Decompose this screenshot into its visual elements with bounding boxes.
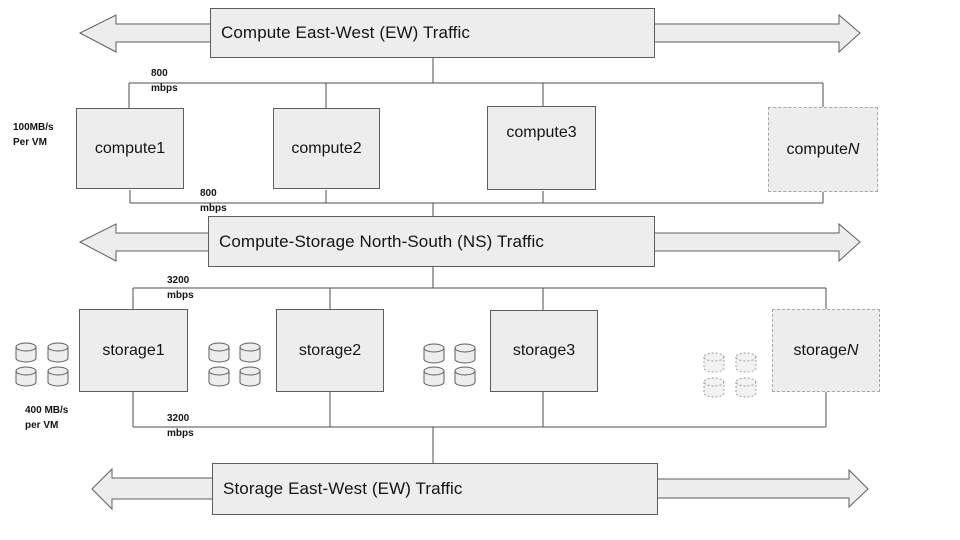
compute-per-vm-annotation: 100MB/s Per VM xyxy=(13,120,54,150)
storage-ew-left-arrow xyxy=(91,467,214,511)
storage-ew-traffic-band: Storage East-West (EW) Traffic xyxy=(212,463,658,515)
storage2-disks-icon xyxy=(208,342,261,387)
node-computeN: computeN xyxy=(768,107,878,192)
storage-uplink-rate-label: 3200 mbps xyxy=(167,273,194,303)
compute-ew-traffic-label: Compute East-West (EW) Traffic xyxy=(221,23,470,42)
compute-per-vm-line1: 100MB/s xyxy=(13,122,54,133)
compute-downlink-unit: mbps xyxy=(200,203,227,214)
node-compute1-label: compute1 xyxy=(94,139,166,157)
compute-ew-right-arrow xyxy=(653,13,861,54)
storage-downlink-rate-label: 3200 mbps xyxy=(167,411,194,441)
storage1-disks-icon xyxy=(15,342,69,387)
node-storage2-label: storage2 xyxy=(298,341,362,359)
storage-top-bus-line xyxy=(132,267,827,311)
node-storage1: storage1 xyxy=(79,309,188,392)
node-computeN-label: computeN xyxy=(786,140,860,158)
storage3-disks-icon xyxy=(423,343,476,387)
storage-ew-traffic-label: Storage East-West (EW) Traffic xyxy=(223,479,463,498)
compute-uplink-rate-label: 800 mbps xyxy=(151,66,178,96)
node-compute3-label: compute3 xyxy=(506,124,577,141)
node-storage3-label: storage3 xyxy=(512,342,576,359)
node-storage2: storage2 xyxy=(276,309,384,392)
compute-uplink-unit: mbps xyxy=(151,83,178,94)
storage-ew-right-arrow xyxy=(656,468,869,509)
storage-per-vm-line1: 400 MB/s xyxy=(25,405,69,416)
node-compute2: compute2 xyxy=(273,108,380,189)
compute-top-bus-line xyxy=(128,58,824,108)
compute-downlink-rate: 800 xyxy=(200,188,217,199)
compute-downlink-rate-label: 800 mbps xyxy=(200,186,227,216)
node-storageN-label: storageN xyxy=(793,341,859,359)
storage-uplink-rate: 3200 xyxy=(167,275,190,286)
ns-right-arrow xyxy=(653,222,861,263)
storage-bottom-bus-line xyxy=(132,392,827,464)
compute-ew-traffic-band: Compute East-West (EW) Traffic xyxy=(210,8,655,58)
node-compute2-label: compute2 xyxy=(291,139,362,157)
ns-left-arrow xyxy=(78,223,210,262)
compute-bottom-bus-line xyxy=(129,190,824,217)
node-compute3: compute3 xyxy=(487,106,596,190)
storage-uplink-unit: mbps xyxy=(167,290,194,301)
storage-per-vm-line2: per VM xyxy=(25,420,59,431)
storageN-disks-icon xyxy=(703,352,757,398)
compute-per-vm-line2: Per VM xyxy=(13,137,47,148)
ns-traffic-label: Compute-Storage North-South (NS) Traffic xyxy=(219,231,544,251)
compute-ew-left-arrow xyxy=(78,14,212,53)
node-storageN: storageN xyxy=(772,309,880,392)
ns-traffic-band: Compute-Storage North-South (NS) Traffic xyxy=(208,216,655,267)
compute-uplink-rate: 800 xyxy=(151,68,168,79)
node-storage1-label: storage1 xyxy=(102,341,165,359)
node-compute1: compute1 xyxy=(76,108,184,189)
node-storage3: storage3 xyxy=(490,310,598,392)
storage-downlink-unit: mbps xyxy=(167,428,194,439)
storage-per-vm-annotation: 400 MB/s per VM xyxy=(25,403,68,433)
storage-downlink-rate: 3200 xyxy=(167,413,190,424)
